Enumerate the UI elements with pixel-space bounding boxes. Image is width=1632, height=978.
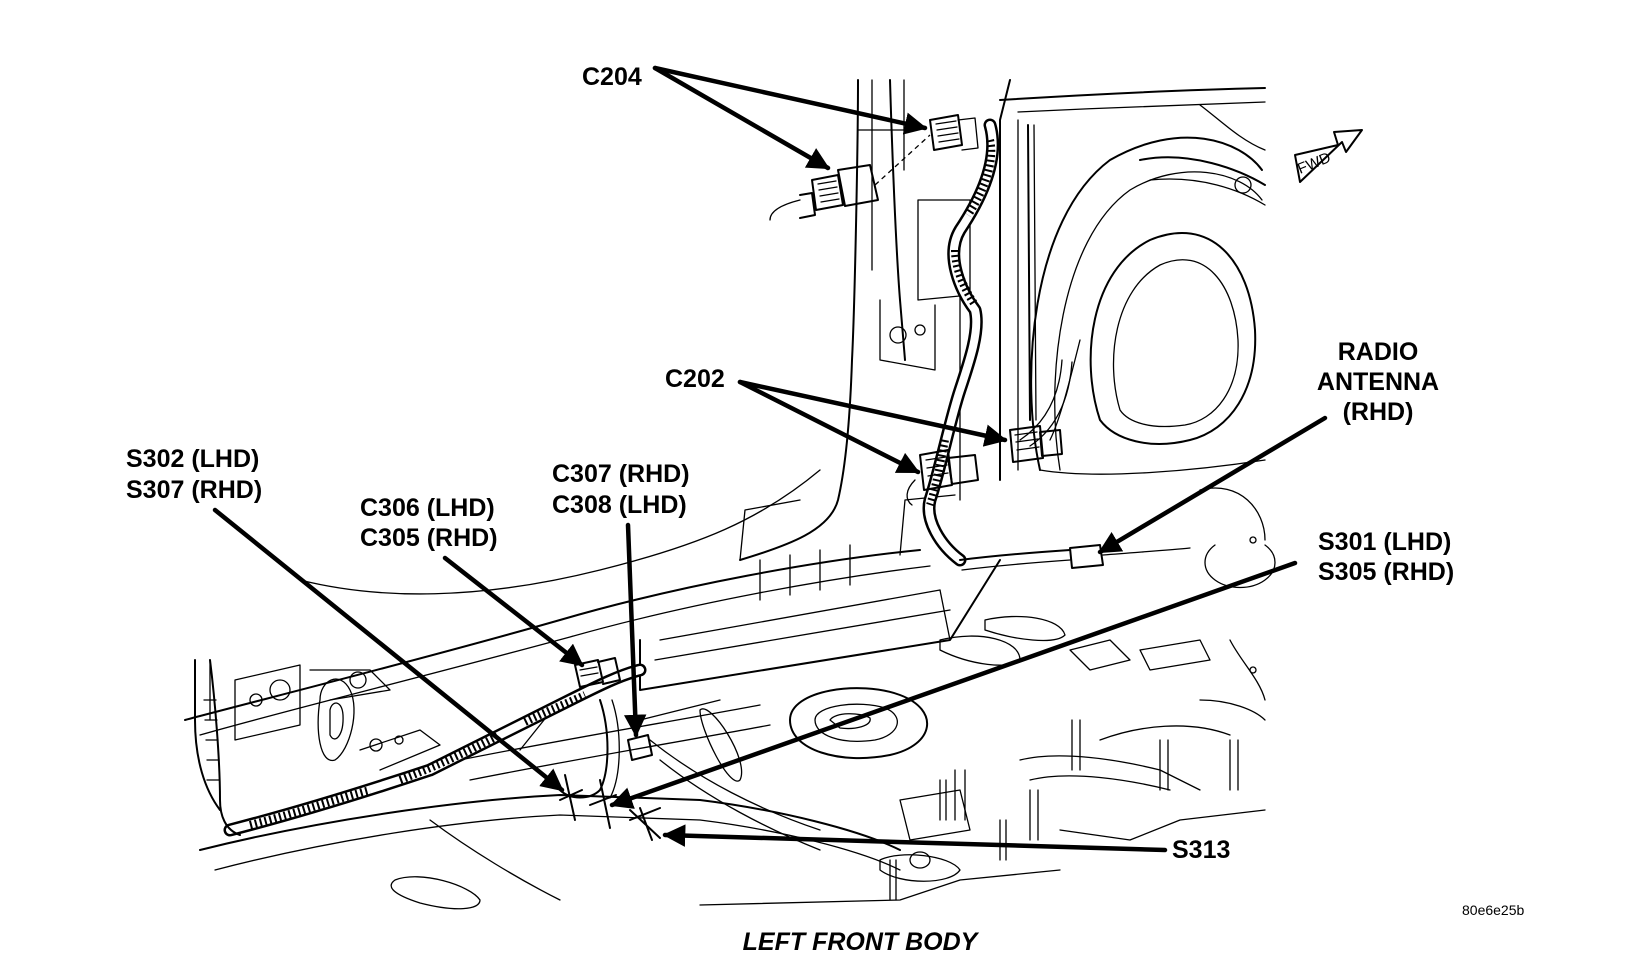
label-c307-line-1: C307 (RHD) [552, 460, 690, 488]
label-c308-line-2: C308 (LHD) [552, 491, 687, 519]
label-radio-antenna: RADIO ANTENNA (RHD) [1317, 338, 1439, 426]
splice-marks [559, 774, 661, 841]
connector-c306-c305 [574, 657, 621, 688]
label-c204: C204 [582, 63, 642, 91]
label-s307-line-2: S307 (RHD) [126, 476, 262, 504]
figure-caption: LEFT FRONT BODY [743, 928, 980, 956]
forward-arrow-icon [1294, 129, 1363, 183]
leader-arrows [212, 65, 1328, 853]
mounting-studs [889, 719, 1239, 901]
connector-c204-right [929, 114, 979, 151]
label-s302-line-1: S302 (LHD) [126, 445, 259, 473]
connector-c204-left [769, 164, 879, 221]
c204-mating-line [874, 134, 931, 186]
label-s301-s305: S301 (LHD) S305 (RHD) [1318, 528, 1454, 586]
body-line-art: FWD [184, 79, 1363, 910]
label-radio-antenna-line-1: RADIO [1338, 338, 1419, 366]
label-radio-antenna-line-2: ANTENNA [1317, 368, 1439, 396]
label-c306-line-1: C306 (LHD) [360, 494, 495, 522]
label-s313: S313 [1172, 836, 1230, 864]
connector-c202-upper [1009, 425, 1063, 463]
label-c202: C202 [665, 365, 725, 393]
label-s305-line-2: S305 (RHD) [1318, 558, 1454, 586]
connector-c202-lower [906, 449, 979, 506]
label-c307-c308: C307 (RHD) C308 (LHD) [552, 460, 690, 519]
label-c306-c305: C306 (LHD) C305 (RHD) [360, 494, 498, 552]
figure-code: 80e6e25b [1462, 902, 1525, 918]
label-s301-line-1: S301 (LHD) [1318, 528, 1451, 556]
label-radio-antenna-line-3: (RHD) [1343, 398, 1414, 426]
label-s302-s307: S302 (LHD) S307 (RHD) [126, 445, 262, 504]
label-c305-line-2: C305 (RHD) [360, 524, 498, 552]
